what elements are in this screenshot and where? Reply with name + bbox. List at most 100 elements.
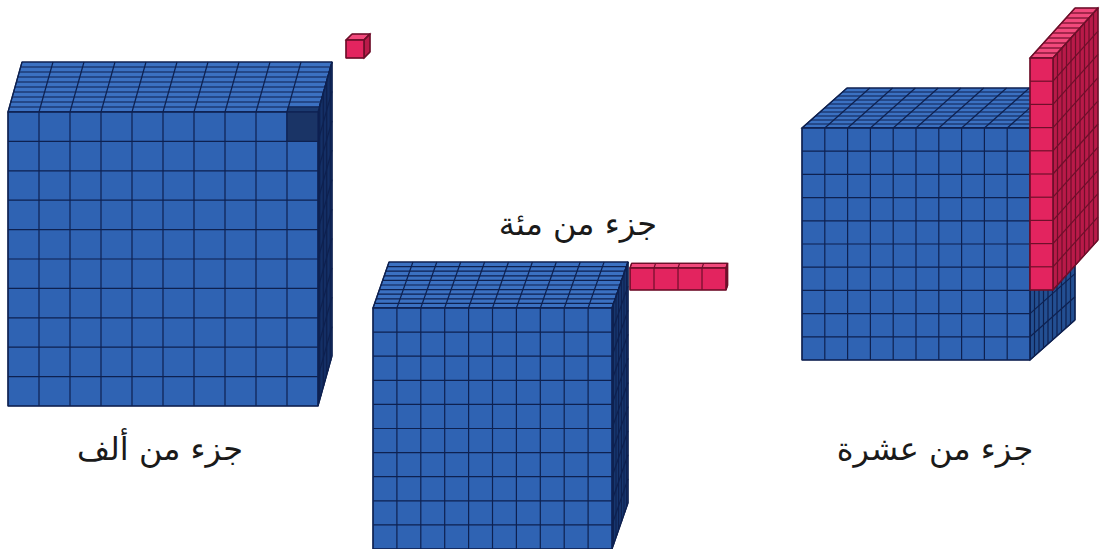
grid-line [612, 334, 628, 380]
grid-line [318, 91, 332, 141]
grid-line [802, 220, 1030, 221]
grid-line [1053, 124, 1098, 174]
grid-line [318, 209, 332, 259]
grid-line [1030, 81, 1053, 82]
grid-line [802, 359, 1030, 360]
grid-line [1030, 220, 1053, 221]
grid-line [893, 88, 938, 128]
grid-line [421, 262, 437, 308]
grid-line [287, 62, 301, 112]
grid-line [588, 262, 604, 308]
grid-line [825, 88, 870, 128]
top-face [8, 62, 332, 112]
grid-line [397, 262, 413, 308]
grid-line [373, 548, 612, 549]
grid-line [363, 40, 364, 58]
grid-line [725, 268, 726, 290]
grid-line [363, 40, 364, 58]
hole-face [287, 112, 318, 141]
grid-line [870, 88, 915, 128]
grid-line [70, 62, 84, 112]
grid-line [848, 88, 893, 128]
grid-line [346, 39, 364, 40]
grid-line [1066, 17, 1089, 18]
grid-line [1030, 320, 1075, 360]
grid-line [318, 150, 332, 200]
grid-line [8, 376, 318, 377]
grid-line [612, 503, 628, 549]
grid-line [493, 262, 509, 308]
grid-line [516, 262, 532, 308]
grid-line [653, 268, 654, 290]
grid-line [1053, 147, 1098, 197]
grid-line [802, 197, 1030, 198]
front-face [1030, 58, 1053, 290]
grid-line [373, 307, 612, 308]
grid-line [346, 57, 364, 58]
grid-line [163, 62, 177, 112]
grid-line [612, 262, 628, 308]
top-face [630, 263, 728, 268]
grid-line [225, 62, 239, 112]
part-label: جزء من ألف [77, 430, 243, 468]
grid-line [8, 141, 318, 142]
grid-line [318, 297, 332, 347]
front-face [8, 112, 318, 406]
thousand-cube [8, 62, 332, 406]
grid-line [654, 263, 656, 268]
grid-line [101, 62, 115, 112]
grid-line [726, 263, 728, 268]
grid-line [1053, 8, 1098, 58]
grid-line [678, 263, 680, 268]
grid-line [802, 313, 1030, 314]
removed-unit-hole [287, 107, 319, 141]
grid-line [916, 88, 961, 128]
grid-line [8, 229, 318, 230]
grid-line [701, 268, 702, 290]
grid-line [1030, 297, 1075, 337]
grid-line [612, 383, 628, 429]
grid-line [612, 407, 628, 453]
grid-line [984, 88, 1029, 128]
grid-line [373, 428, 612, 429]
side-face [364, 34, 370, 58]
grid-line [630, 267, 726, 268]
side-face [726, 263, 728, 290]
grid-line [346, 34, 352, 40]
grid-line [1030, 104, 1053, 105]
front-face [630, 268, 726, 290]
grid-line [1053, 240, 1098, 290]
grid-line [364, 34, 370, 40]
grid-line [1053, 170, 1098, 220]
grid-line [318, 268, 332, 318]
grid-line [1053, 31, 1098, 81]
grid-line [802, 290, 1030, 291]
grid-line [802, 174, 1030, 175]
grid-line [8, 111, 318, 112]
grid-line [345, 40, 346, 58]
grid-line [630, 289, 726, 290]
grid-line [1053, 54, 1098, 104]
front-face [346, 40, 364, 58]
grid-line [802, 88, 847, 128]
grid-line [1039, 47, 1062, 48]
side-face [612, 262, 628, 549]
grid-line [1035, 52, 1058, 53]
grid-line [445, 262, 461, 308]
grid-line [802, 267, 1030, 268]
grid-line [727, 263, 728, 285]
grid-line [612, 455, 628, 501]
grid-line [802, 243, 1030, 244]
grid-line [369, 34, 370, 52]
grid-line [725, 268, 726, 290]
flat-block [1030, 8, 1098, 290]
grid-line [702, 263, 704, 268]
grid-line [469, 262, 485, 308]
grid-line [318, 121, 332, 171]
grid-line [373, 356, 612, 357]
grid-line [802, 336, 1030, 337]
grid-line [1030, 127, 1053, 128]
grid-line [373, 476, 612, 477]
grid-line [132, 62, 146, 112]
grid-line [1030, 266, 1053, 267]
